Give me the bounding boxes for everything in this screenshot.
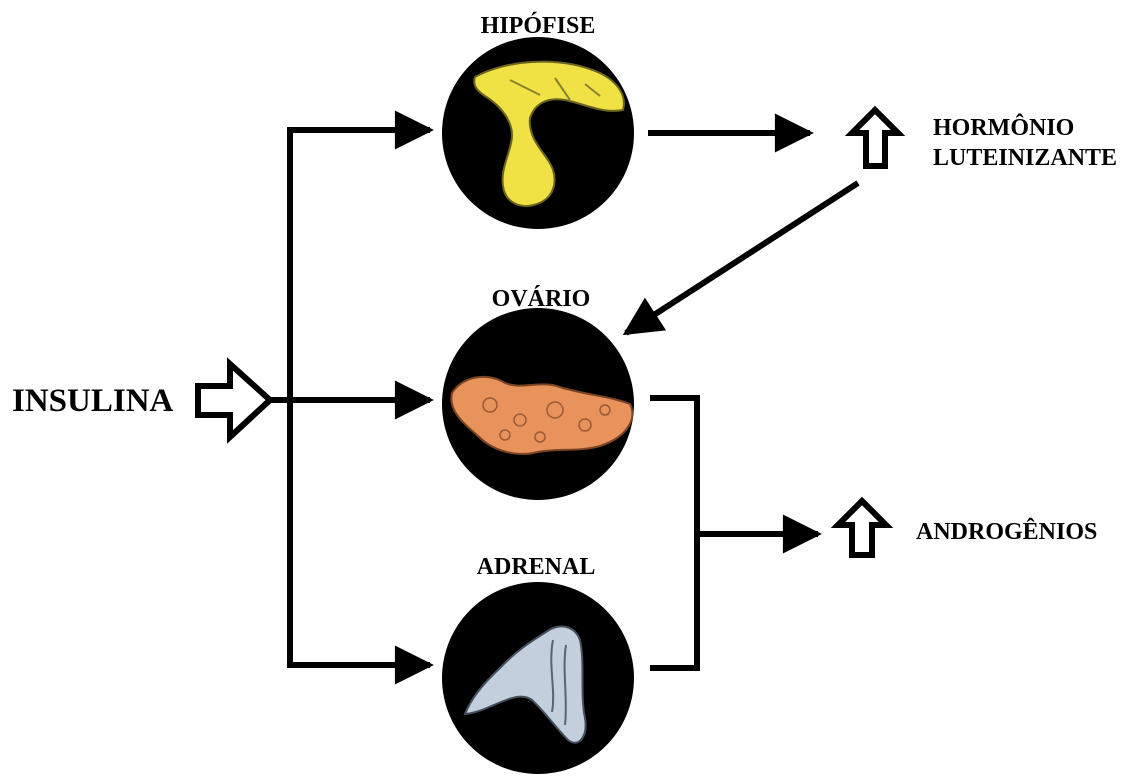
adrenal-gland [442, 582, 634, 774]
adrenal-label: ADRENAL [477, 555, 596, 579]
hormonio-line2: LUTEINIZANTE [933, 143, 1117, 173]
ovario-label: OVÁRIO [492, 287, 591, 311]
hipofise-label: HIPÓFISE [481, 14, 596, 38]
lh-up-arrow [852, 110, 898, 166]
insulin-hollow-arrow [198, 364, 270, 437]
insulina-label: INSULINA [12, 385, 173, 418]
ovario-output-line [650, 398, 697, 668]
androgenios-label: ANDROGÊNIOS [916, 520, 1097, 544]
ovario-gland [442, 308, 634, 500]
hipofise-gland [442, 37, 634, 229]
arrow-lh-to-ovario [626, 183, 858, 333]
hormonio-label: HORMÔNIO LUTEINIZANTE [933, 113, 1117, 173]
hormonio-line1: HORMÔNIO [933, 113, 1117, 143]
androgenios-up-arrow [838, 501, 886, 555]
